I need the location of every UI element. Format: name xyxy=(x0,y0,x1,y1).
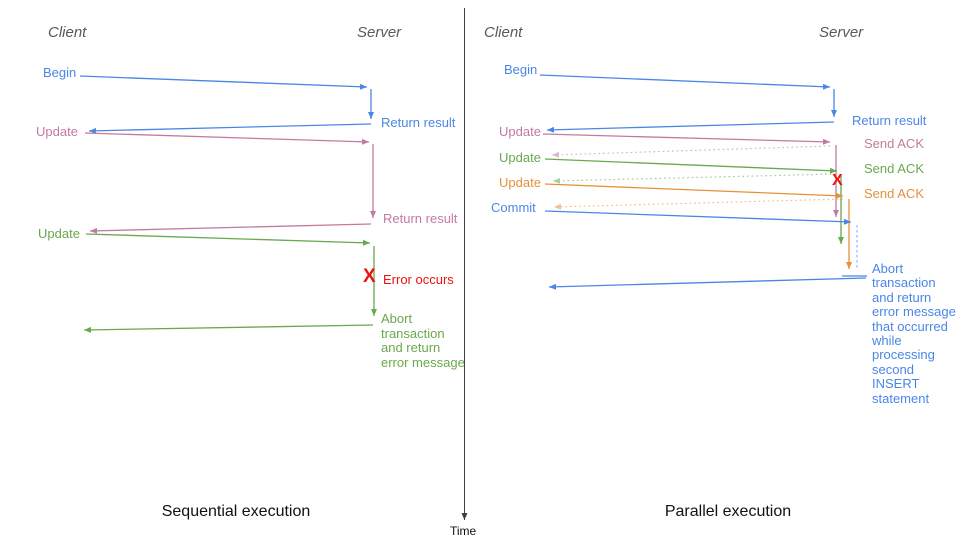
right-update-3-label: Update xyxy=(499,175,541,190)
right-caption: Parallel execution xyxy=(664,503,792,520)
right-abort-return-arrow xyxy=(548,277,867,290)
right-send-ack3-dashed-arrow xyxy=(553,198,844,210)
left-return-result-2-label: Return result xyxy=(383,211,458,226)
left-update-2-label: Update xyxy=(38,226,80,241)
right-update3-request-arrow xyxy=(544,183,844,199)
right-begin-label: Begin xyxy=(504,62,538,77)
left-update2-request-arrow xyxy=(85,233,371,246)
right-commit-request-arrow xyxy=(544,210,852,225)
left-return-result-1-label: Return result xyxy=(381,115,456,130)
right-server-header: Server xyxy=(819,24,864,41)
right-error-x-icon: X xyxy=(832,172,843,189)
right-commit-label: Commit xyxy=(491,200,536,215)
right-send-ack1-dashed-arrow xyxy=(551,145,831,158)
left-update1-request-arrow xyxy=(84,132,370,145)
left-return-result-2-arrow xyxy=(89,223,372,234)
right-update2-request-arrow xyxy=(544,158,838,174)
right-send-ack-1-label: Send ACK xyxy=(864,136,924,151)
left-return-result-1-arrow xyxy=(88,123,372,134)
time-axis-label: Time xyxy=(450,524,477,538)
left-server-header: Server xyxy=(357,24,402,41)
left-abort-message: Abort transaction and return error messa… xyxy=(381,311,465,370)
right-abort-message: Abort transaction and return error messa… xyxy=(872,261,956,406)
right-begin-request-arrow xyxy=(539,74,831,90)
right-send-ack-3-label: Send ACK xyxy=(864,186,924,201)
left-update-1-label: Update xyxy=(36,124,78,139)
right-return-result-arrow xyxy=(546,121,835,133)
right-update1-request-arrow xyxy=(542,133,831,145)
right-send-ack2-dashed-arrow xyxy=(552,173,837,184)
right-update-1-label: Update xyxy=(499,124,541,139)
left-client-header: Client xyxy=(48,24,87,41)
right-return-result-label: Return result xyxy=(852,113,927,128)
left-caption: Sequential execution xyxy=(161,503,311,520)
right-client-header: Client xyxy=(484,24,523,41)
left-begin-label: Begin xyxy=(43,65,77,80)
left-begin-request-arrow xyxy=(79,75,368,90)
left-error-x-icon: X xyxy=(363,266,376,287)
left-error-occurs-label: Error occurs xyxy=(383,272,454,287)
right-update-2-label: Update xyxy=(499,150,541,165)
left-abort-return-arrow xyxy=(83,324,374,333)
right-send-ack-2-label: Send ACK xyxy=(864,161,924,176)
